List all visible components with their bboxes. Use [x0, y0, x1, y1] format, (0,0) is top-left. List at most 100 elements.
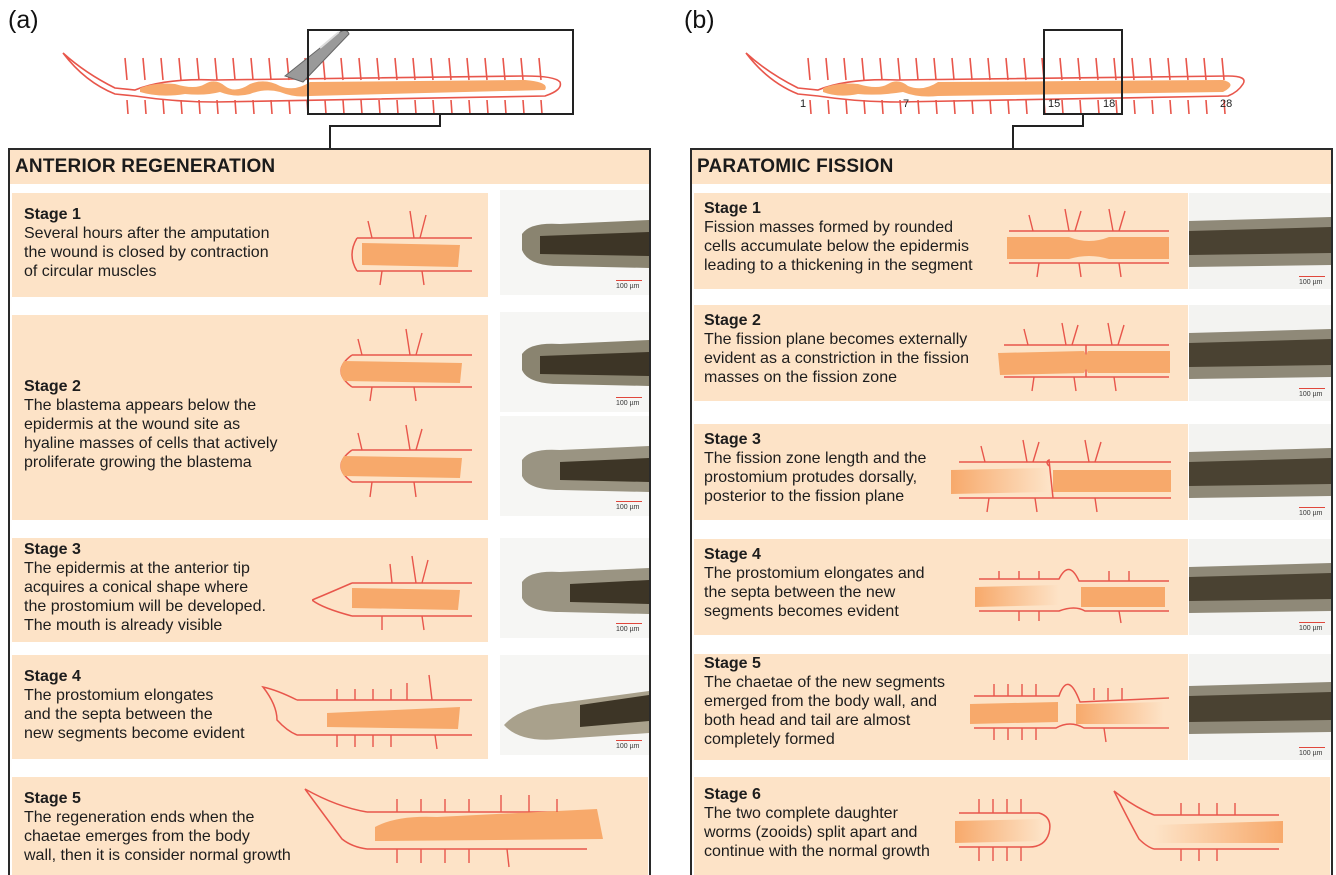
stage-line: chaetae emerges from the body: [24, 827, 291, 846]
stage-sketch: [257, 665, 482, 755]
scalpel-icon: [285, 30, 349, 82]
stage-label: Stage 3: [24, 540, 266, 559]
stage-panel: Stage 2 The blastema appears below the e…: [12, 315, 488, 520]
micrograph: 100 µm: [500, 416, 649, 516]
stage-line: and the septa between the: [24, 705, 245, 724]
worm-gut: [140, 80, 546, 97]
scale-bar: 100 µm: [616, 400, 640, 407]
scale-bar: 100 µm: [616, 743, 640, 750]
stage-line: The fission zone length and the: [704, 449, 926, 468]
stage-line: The prostomium elongates: [24, 686, 245, 705]
segment-number: 1: [800, 98, 806, 110]
stage-sketch: [949, 432, 1179, 517]
stage-sketch: [322, 325, 482, 515]
stage-line: Several hours after the amputation: [24, 224, 269, 243]
scale-bar: 100 µm: [1299, 391, 1323, 398]
stage-line: wall, then it is consider normal growth: [24, 846, 291, 865]
stage-panel: Stage 4 The prostomium elongates and the…: [694, 539, 1188, 635]
stage-label: Stage 3: [704, 430, 926, 449]
stage-panel: Stage 5 The regeneration ends when the c…: [12, 777, 648, 875]
stage-panel: Stage 3 The fission zone length and the …: [694, 424, 1188, 520]
frame-title: ANTERIOR REGENERATION: [10, 150, 649, 184]
stage-label: Stage 5: [24, 789, 291, 808]
stage-line: both head and tail are almost: [704, 711, 945, 730]
micrograph: 100 µm: [1189, 654, 1331, 760]
stage-panel: Stage 2 The fission plane becomes extern…: [694, 305, 1188, 401]
stage-line: hyaline masses of cells that actively: [24, 434, 277, 453]
stage-line: new segments become evident: [24, 724, 245, 743]
stage-line: emerged from the body wall, and: [704, 692, 945, 711]
worm-gut: [823, 80, 1231, 97]
stage-line: the septa between the new: [704, 583, 925, 602]
stage-line: The mouth is already visible: [24, 616, 266, 635]
worm-overview-b: 1 7 15 18 28: [738, 18, 1258, 148]
stage-line: The blastema appears below the: [24, 396, 277, 415]
stage-panel: Stage 3 The epidermis at the anterior ti…: [12, 538, 488, 642]
stage-line: Fission masses formed by rounded: [704, 218, 973, 237]
stage-line: the wound is closed by contraction: [24, 243, 269, 262]
stage-sketch: [964, 662, 1179, 757]
stage-line: worms (zooids) split apart and: [704, 823, 930, 842]
stage-line: acquires a conical shape where: [24, 578, 266, 597]
segment-number: 28: [1220, 98, 1232, 110]
stage-panel: Stage 5 The chaetae of the new segments …: [694, 654, 1188, 760]
stage-sketch: [999, 201, 1179, 286]
stage-label: Stage 4: [704, 545, 925, 564]
stage-label: Stage 1: [704, 199, 973, 218]
micrograph: 100 µm: [500, 190, 649, 295]
stage-panel: Stage 1 Fission masses formed by rounded…: [694, 193, 1188, 289]
stage-line: the prostomium will be developed.: [24, 597, 266, 616]
stage-label: Stage 4: [24, 667, 245, 686]
stage-line: proliferate growing the blastema: [24, 453, 277, 472]
stage-line: completely formed: [704, 730, 945, 749]
stage-sketch: [969, 545, 1179, 633]
micrograph: 100 µm: [1189, 539, 1331, 635]
stage-line: continue with the normal growth: [704, 842, 930, 861]
stage-sketch: [332, 203, 482, 288]
connector-b: [1013, 114, 1083, 148]
stage-line: masses on the fission zone: [704, 368, 969, 387]
panel-label-a: (a): [8, 6, 39, 35]
stage-line: The epidermis at the anterior tip: [24, 559, 266, 578]
stage-label: Stage 2: [704, 311, 969, 330]
stage-line: leading to a thickening in the segment: [704, 256, 973, 275]
stage-sketch: [312, 548, 482, 638]
scale-bar: 100 µm: [1299, 625, 1323, 632]
segment-number: 7: [903, 98, 909, 110]
scale-bar: 100 µm: [616, 283, 640, 290]
stage-line: The prostomium elongates and: [704, 564, 925, 583]
segment-number: 18: [1103, 98, 1115, 110]
stage-line: of circular muscles: [24, 262, 269, 281]
micrograph: 100 µm: [1189, 193, 1331, 289]
scale-bar: 100 µm: [1299, 279, 1323, 286]
micrograph: 100 µm: [1189, 424, 1331, 520]
stage-line: epidermis at the wound site as: [24, 415, 277, 434]
micrograph: 100 µm: [500, 538, 649, 638]
scale-bar: 100 µm: [616, 504, 640, 511]
stage-line: evident as a constriction in the fission: [704, 349, 969, 368]
scale-bar: 100 µm: [1299, 750, 1323, 757]
stage-line: The chaetae of the new segments: [704, 673, 945, 692]
stage-label: Stage 1: [24, 205, 269, 224]
micrograph: 100 µm: [1189, 305, 1331, 401]
stage-line: posterior to the fission plane: [704, 487, 926, 506]
micrograph: 100 µm: [500, 655, 649, 755]
micrograph: 100 µm: [500, 312, 649, 412]
frame-title: PARATOMIC FISSION: [692, 150, 1331, 184]
stage-sketch: [994, 313, 1179, 398]
scale-bar: 100 µm: [1299, 510, 1323, 517]
stage-line: segments becomes evident: [704, 602, 925, 621]
stage-line: The regeneration ends when the: [24, 808, 291, 827]
worm-overview-a: [55, 18, 595, 148]
stage-line: prostomium protudes dorsally,: [704, 468, 926, 487]
segment-number: 15: [1048, 98, 1060, 110]
stage-label: Stage 5: [704, 654, 945, 673]
stage-panel: Stage 6 The two complete daughter worms …: [694, 777, 1330, 875]
stage-panel: Stage 1 Several hours after the amputati…: [12, 193, 488, 297]
stage-label: Stage 6: [704, 785, 930, 804]
connector-a: [330, 114, 440, 148]
stage-line: The fission plane becomes externally: [704, 330, 969, 349]
scale-bar: 100 µm: [616, 626, 640, 633]
stage-panel: Stage 4 The prostomium elongates and the…: [12, 655, 488, 759]
stage-sketch: [297, 779, 617, 875]
